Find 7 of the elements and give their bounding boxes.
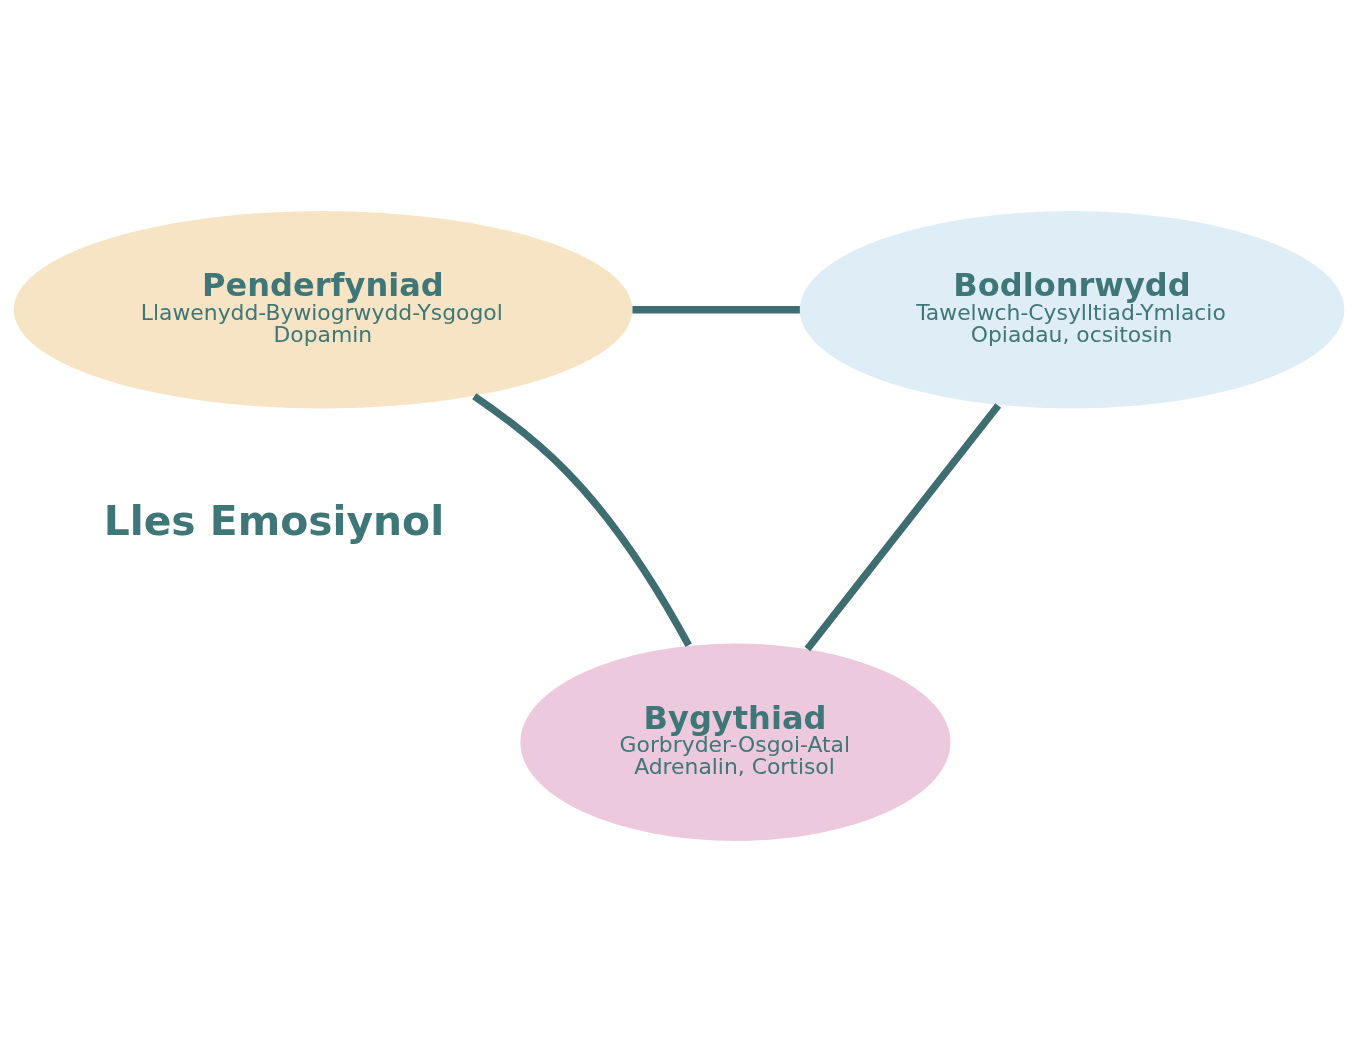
node-ellipse: Bodlonrwydd Tawelwch-Cysylltiad-Ymlacio Opiadau, ocsitosin <box>799 210 1345 408</box>
node-ellipse: Bygythiad Gorbryder-Osgoi-Atal Adrenalin, Cortisol <box>520 643 951 841</box>
connector <box>804 402 1002 651</box>
node-ellipse: Penderfyniad Llawenydd-Bywiogrwydd-Ysgogol Dopamin <box>13 210 633 408</box>
label: Lles Emosiynol <box>103 496 445 545</box>
connector <box>472 392 692 647</box>
connector <box>632 305 800 313</box>
